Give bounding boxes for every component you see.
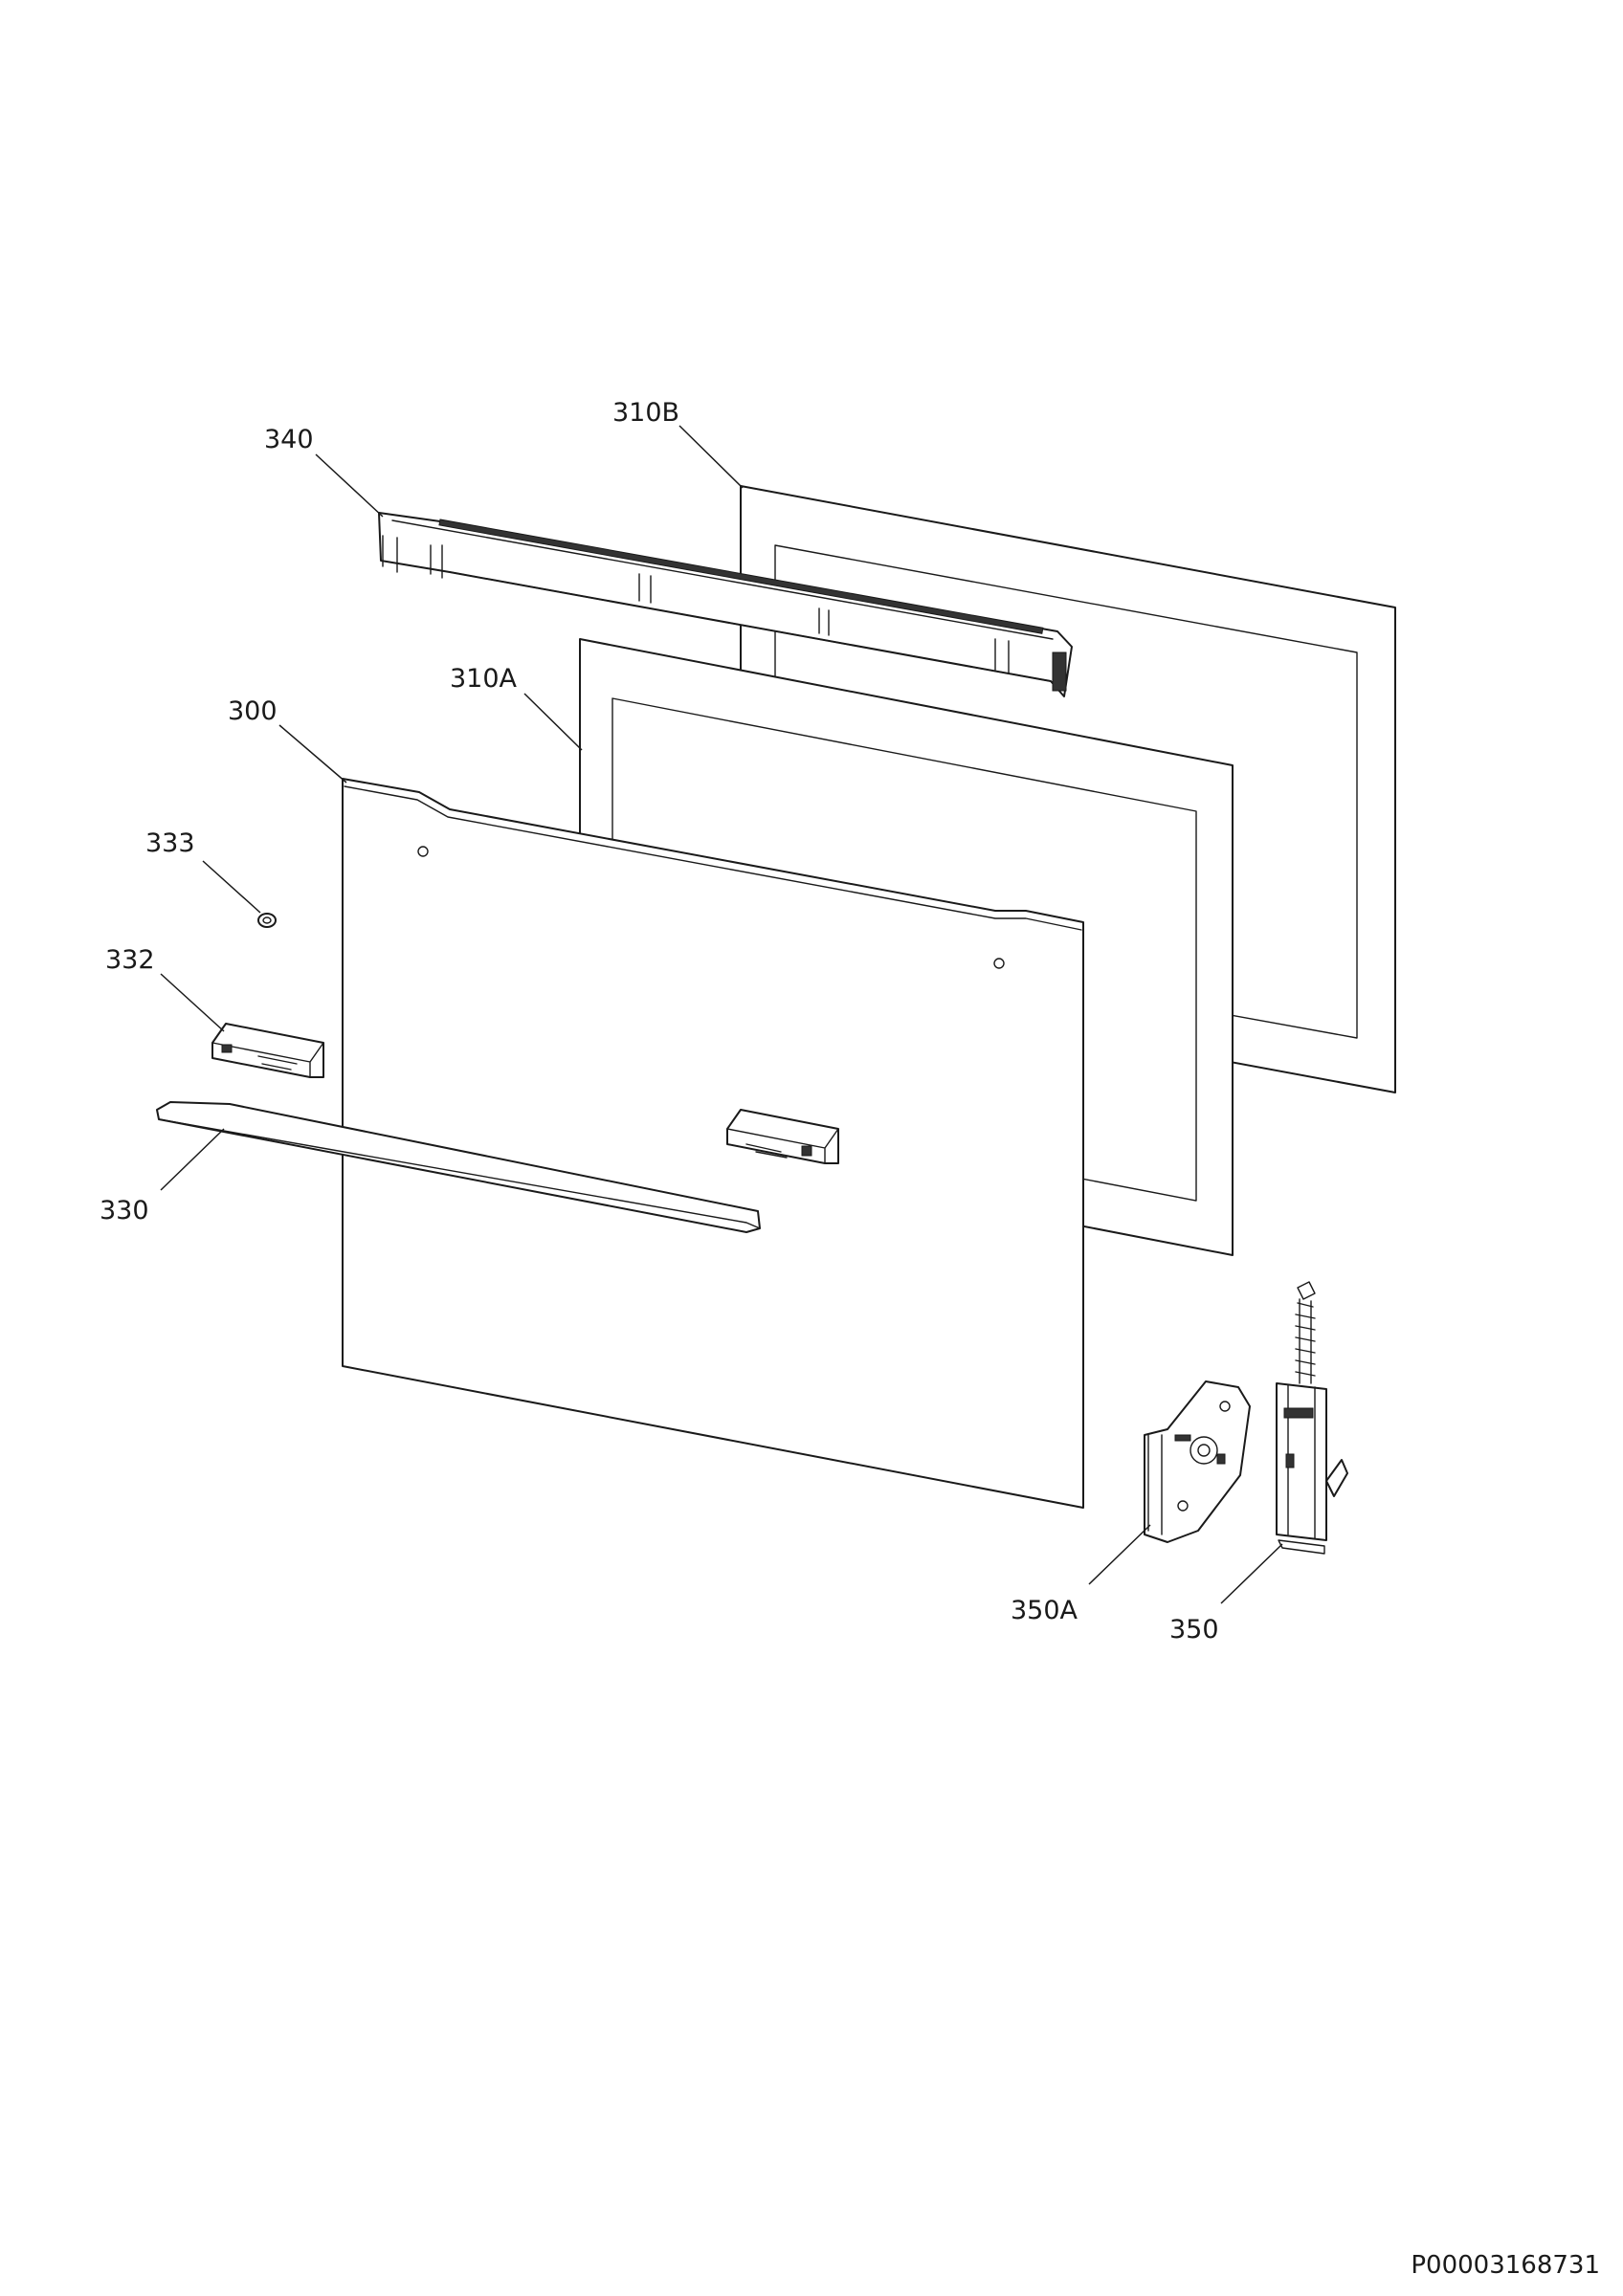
label-333: 333 (145, 828, 195, 858)
label-330: 330 (100, 1196, 149, 1225)
part-332-handle-bracket-left (211, 1023, 324, 1078)
part-333-bushing (257, 913, 277, 928)
part-330-handle-bar (156, 1101, 761, 1233)
part-340-top-trim (378, 512, 1073, 697)
label-332: 332 (105, 945, 155, 975)
leader-300 (278, 724, 347, 784)
label-310b: 310B (612, 398, 679, 428)
part-350-hinge-spring (1276, 1281, 1348, 1555)
leader-350 (1220, 1543, 1283, 1604)
leader-340 (315, 453, 384, 518)
leader-330 (160, 1128, 225, 1191)
label-300: 300 (228, 696, 278, 726)
label-310a: 310A (450, 664, 518, 694)
document-id: P00003168731 (1411, 2251, 1600, 2280)
leader-310b (678, 425, 744, 489)
part-300-front-door-panel (342, 778, 1084, 1509)
leader-333 (202, 860, 261, 914)
part-labels: 340 310B 310A 300 333 332 330 350A 350 (100, 398, 1219, 1645)
label-350: 350 (1169, 1615, 1219, 1645)
leader-350a (1088, 1524, 1151, 1585)
part-332-handle-bracket-right (726, 1109, 839, 1164)
leader-332 (160, 973, 225, 1032)
label-350a: 350A (1011, 1596, 1078, 1625)
leader-lines (160, 425, 1283, 1604)
label-340: 340 (264, 425, 314, 454)
part-350a-hinge-receiver (1144, 1380, 1251, 1543)
leader-310a (523, 693, 583, 751)
